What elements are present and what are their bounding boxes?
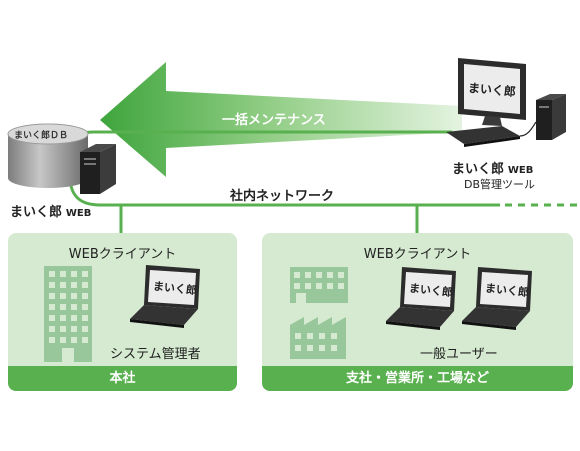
- admin-product-suffix: WEB: [507, 165, 534, 176]
- branch-title: WEBクライアント: [363, 247, 472, 262]
- db-cylinder-label: まいく郎ＤＢ: [14, 131, 69, 141]
- head-office-title: WEBクライアント: [68, 247, 177, 262]
- admin-pc-icon: [446, 58, 566, 147]
- branch-footer: 支社・営業所・工場など: [262, 366, 573, 391]
- branch-office-icon: [290, 267, 348, 303]
- office-building-icon: [44, 266, 92, 362]
- branch-panel: WEBクライアント まいく郎 まいく郎 一般ユーザー 支社・営業所・工場など: [262, 233, 573, 391]
- general-user-label: 一般ユーザー: [420, 347, 498, 362]
- db-server-icon: [7, 123, 116, 194]
- head-office-panel: WEBクライアント まいく郎 システム管理者 本社: [8, 233, 237, 391]
- server-product-label: まいく郎 WEB: [10, 201, 91, 220]
- network-label: 社内ネットワーク: [230, 189, 335, 204]
- laptop-icon: [386, 267, 456, 330]
- laptop-icon: [130, 265, 200, 328]
- admin-product-name: まいく郎: [452, 162, 505, 177]
- arrow-label: 一括メンテナンス: [222, 113, 326, 128]
- db-tool-label: DB管理ツール: [464, 178, 536, 191]
- server-product-suffix: WEB: [65, 208, 92, 219]
- server-product-name: まいく郎: [10, 205, 63, 220]
- laptop-icon: [462, 267, 532, 330]
- factory-icon: [290, 317, 346, 359]
- admin-user-label: システム管理者: [110, 347, 201, 362]
- head-office-footer: 本社: [8, 366, 237, 391]
- admin-product-label: まいく郎 WEB: [452, 158, 533, 177]
- arrow-shape: [100, 62, 462, 177]
